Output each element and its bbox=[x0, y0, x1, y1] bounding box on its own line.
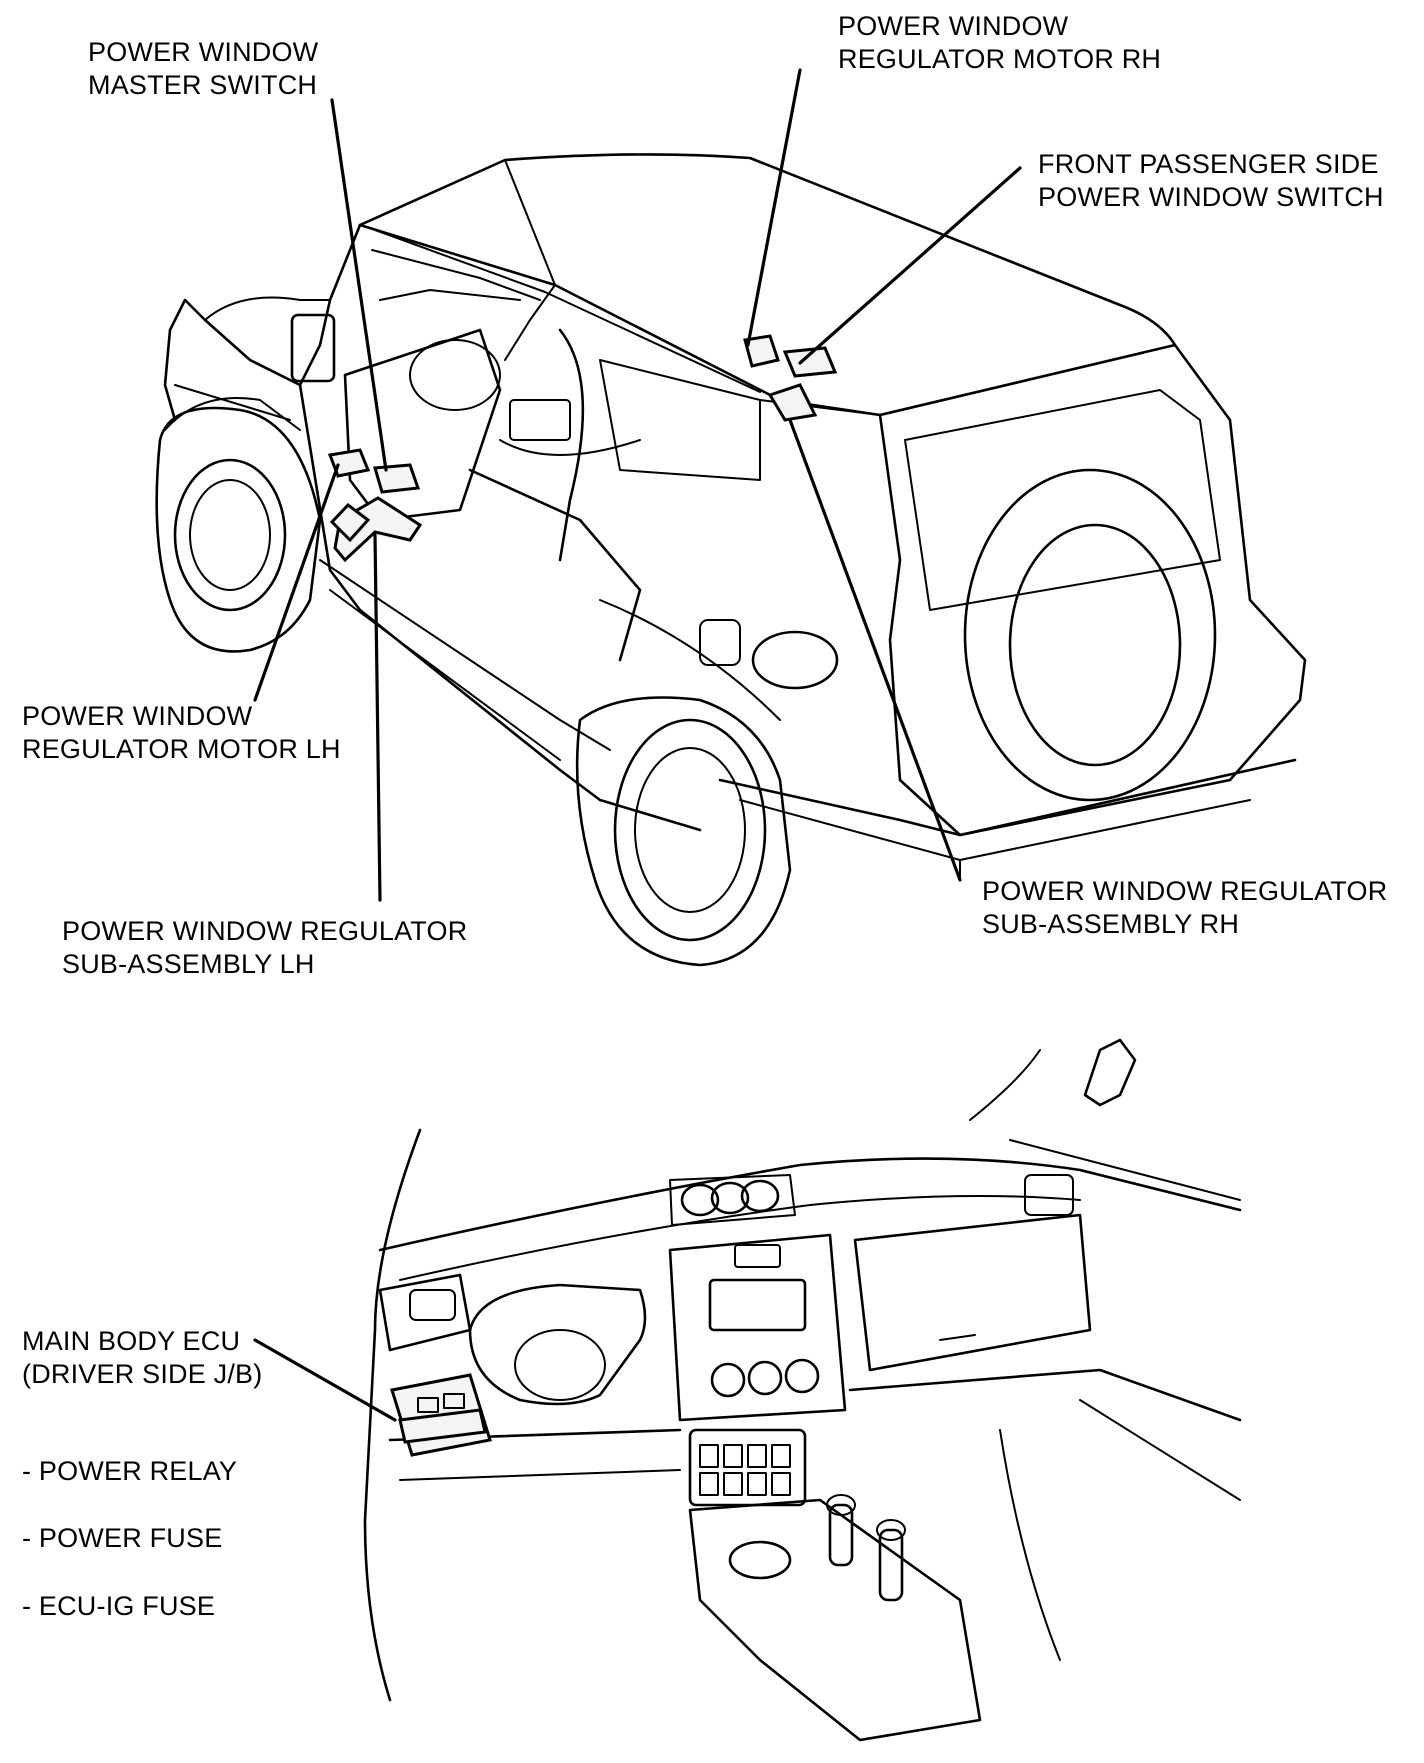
ecu-item-label: - POWER FUSE bbox=[22, 1523, 223, 1553]
leader-lines-top bbox=[253, 68, 1022, 902]
label-line: POWER WINDOW REGULATOR bbox=[62, 916, 468, 946]
label-regulator-sub-assembly-rh: POWER WINDOW REGULATOR SUB-ASSEMBLY RH bbox=[982, 875, 1387, 941]
ecu-item-power-relay: - POWER RELAY bbox=[22, 1455, 237, 1488]
label-line: REGULATOR MOTOR LH bbox=[22, 734, 341, 764]
label-master-switch: POWER WINDOW MASTER SWITCH bbox=[88, 36, 318, 102]
vehicle-illustration bbox=[155, 153, 1307, 967]
label-line: POWER WINDOW bbox=[22, 701, 253, 731]
label-line: SUB-ASSEMBLY LH bbox=[62, 949, 315, 979]
ecu-item-power-fuse: - POWER FUSE bbox=[22, 1522, 222, 1555]
leader-line-ecu bbox=[253, 1338, 397, 1422]
ecu-item-label: - POWER RELAY bbox=[22, 1456, 238, 1486]
label-front-passenger-switch: FRONT PASSENGER SIDE POWER WINDOW SWITCH bbox=[1038, 148, 1384, 214]
label-line: FRONT PASSENGER SIDE bbox=[1038, 149, 1379, 179]
ecu-item-label: - ECU-IG FUSE bbox=[22, 1591, 216, 1621]
label-line: REGULATOR MOTOR RH bbox=[838, 44, 1162, 74]
ecu-item-ecu-ig-fuse: - ECU-IG FUSE bbox=[22, 1590, 215, 1623]
label-regulator-motor-rh: POWER WINDOW REGULATOR MOTOR RH bbox=[838, 10, 1161, 76]
label-regulator-sub-assembly-lh: POWER WINDOW REGULATOR SUB-ASSEMBLY LH bbox=[62, 915, 467, 981]
label-line: POWER WINDOW bbox=[838, 11, 1069, 41]
label-line: POWER WINDOW REGULATOR bbox=[982, 876, 1388, 906]
label-line: SUB-ASSEMBLY RH bbox=[982, 909, 1240, 939]
label-line: MAIN BODY ECU bbox=[22, 1326, 241, 1356]
label-line: POWER WINDOW SWITCH bbox=[1038, 182, 1384, 212]
label-line: MASTER SWITCH bbox=[88, 70, 318, 100]
label-line: (DRIVER SIDE J/B) bbox=[22, 1359, 263, 1389]
label-main-body-ecu: MAIN BODY ECU (DRIVER SIDE J/B) bbox=[22, 1325, 262, 1391]
label-regulator-motor-lh: POWER WINDOW REGULATOR MOTOR LH bbox=[22, 700, 341, 766]
dashboard-illustration bbox=[363, 1038, 1242, 1742]
label-line: POWER WINDOW bbox=[88, 37, 319, 67]
